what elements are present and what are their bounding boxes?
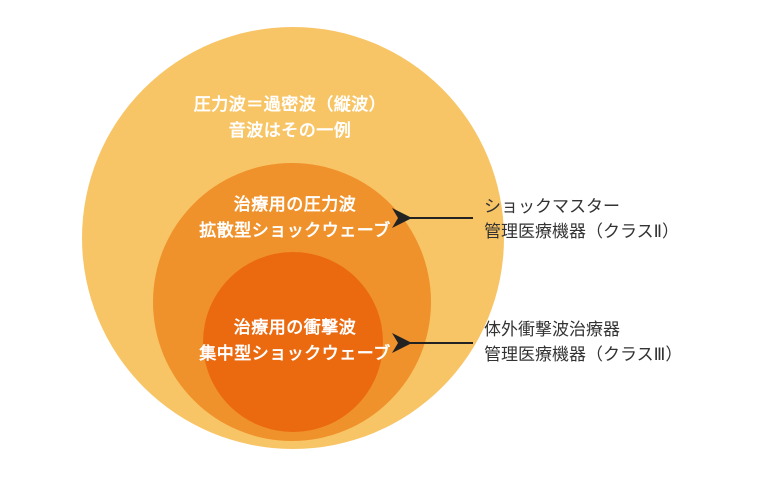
inner-label-line2: 集中型ショックウェーブ <box>199 344 391 364</box>
middle-circle-label: 治療用の圧力波 拡散型ショックウェーブ <box>145 192 445 244</box>
inner-circle-label: 治療用の衝撃波 集中型ショックウェーブ <box>145 315 445 367</box>
outer-label-line2: 音波はその一例 <box>228 121 352 141</box>
middle-label-line2: 拡散型ショックウェーブ <box>199 221 391 241</box>
eswt-device-label: 体外衝撃波治療器 管理医療機器（クラスⅢ） <box>484 318 682 368</box>
eswt-label-line1: 体外衝撃波治療器 <box>484 320 620 340</box>
outer-label-line1: 圧力波＝過密波（縦波） <box>193 95 387 115</box>
outer-circle-label: 圧力波＝過密波（縦波） 音波はその一例 <box>140 92 440 144</box>
shockmaster-label-line2: 管理医療機器（クラスⅡ） <box>484 222 680 242</box>
middle-label-line1: 治療用の圧力波 <box>233 195 357 215</box>
inner-label-line1: 治療用の衝撃波 <box>233 318 357 338</box>
shockmaster-label-line1: ショックマスター <box>484 197 620 217</box>
shockmaster-label: ショックマスター 管理医療機器（クラスⅡ） <box>484 195 679 245</box>
inner-circle-focused-shockwave <box>203 252 383 432</box>
eswt-label-line2: 管理医療機器（クラスⅢ） <box>484 345 683 365</box>
